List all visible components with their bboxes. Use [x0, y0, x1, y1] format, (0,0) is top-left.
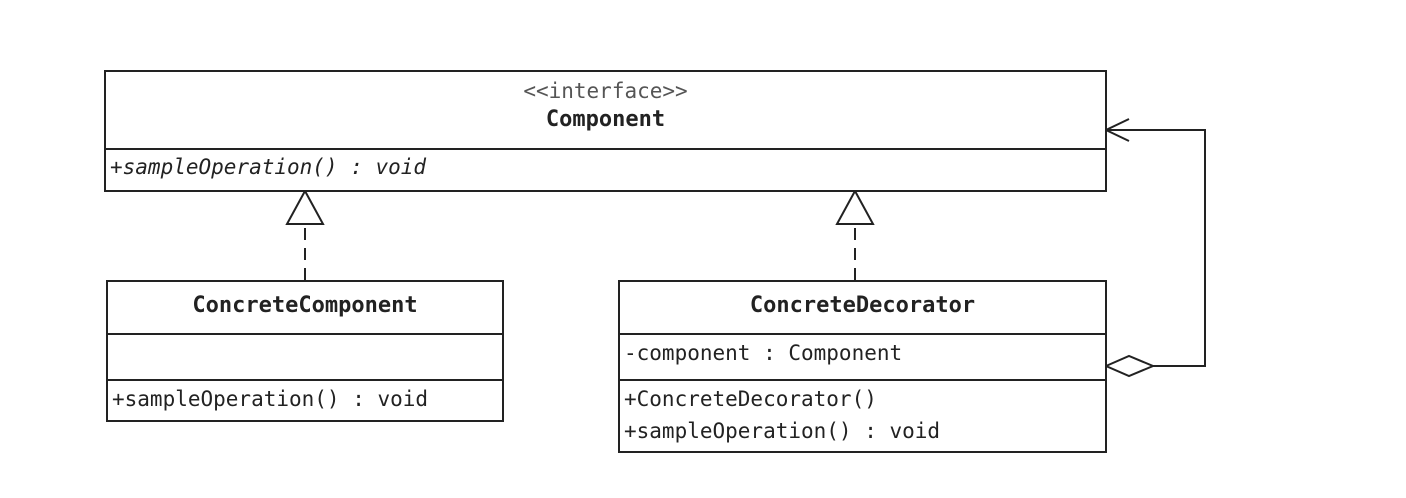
attribute-component: -component : Component: [624, 341, 903, 365]
realization-concrete-component: [285, 188, 325, 280]
concrete-component-header: ConcreteComponent: [108, 282, 502, 335]
component-class-name: Component: [545, 107, 666, 132]
component-header: <<interface>> Component: [106, 72, 1105, 150]
aggregation-hollow-diamond: [1103, 354, 1156, 378]
concrete-decorator-header: ConcreteDecorator: [620, 282, 1105, 335]
interface-stereotype: <<interface>>: [523, 79, 688, 103]
operation-sample-operation: +sampleOperation() : void: [112, 387, 429, 411]
concrete-component-class-name: ConcreteComponent: [192, 293, 418, 318]
aggregation-decorator-component: [1103, 118, 1206, 378]
component-interface-box[interactable]: <<interface>> Component +sampleOperation…: [104, 70, 1107, 192]
concrete-decorator-attributes: -component : Component: [620, 335, 1105, 379]
concrete-component-operations: +sampleOperation() : void: [108, 379, 502, 417]
component-operations: +sampleOperation() : void: [106, 150, 1105, 185]
operation-constructor: +ConcreteDecorator(): [624, 387, 877, 411]
concrete-decorator-class-name: ConcreteDecorator: [749, 293, 976, 318]
concrete-decorator-operations: +ConcreteDecorator() +sampleOperation() …: [620, 379, 1105, 449]
operation-sample-operation: +sampleOperation() : void: [110, 155, 427, 179]
aggregation-line: [1107, 129, 1206, 367]
operation-sample-operation: +sampleOperation() : void: [624, 419, 941, 443]
concrete-decorator-box[interactable]: ConcreteDecorator -component : Component…: [618, 280, 1107, 453]
realization-hollow-triangle: [835, 188, 875, 225]
concrete-component-box[interactable]: ConcreteComponent +sampleOperation() : v…: [106, 280, 504, 422]
realization-hollow-triangle: [285, 188, 325, 225]
realization-concrete-decorator: [835, 188, 875, 280]
concrete-component-attributes: [108, 335, 502, 379]
